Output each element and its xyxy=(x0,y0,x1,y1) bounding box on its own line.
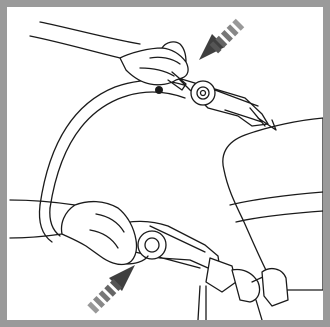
stroller-fold-diagram xyxy=(9,18,323,320)
right-hand-pressing-button-icon xyxy=(29,21,189,91)
upper-button-dot xyxy=(155,86,163,94)
upper-fold-joint xyxy=(155,77,277,131)
illustration-panel xyxy=(7,7,323,320)
stroller-seat xyxy=(222,117,323,291)
dashed-arrow-up-right-icon xyxy=(87,265,135,314)
dashed-arrow-down-left-icon xyxy=(199,18,245,60)
left-hand-pressing-button-icon xyxy=(9,199,149,266)
